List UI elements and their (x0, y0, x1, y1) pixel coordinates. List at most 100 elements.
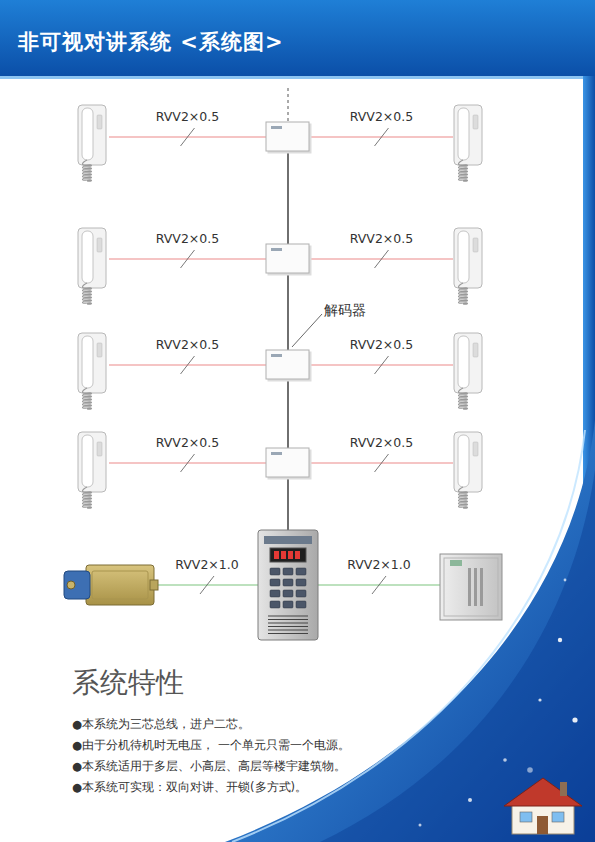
indoor-handset (77, 333, 109, 413)
house-window (552, 812, 564, 822)
handset-cord (83, 487, 92, 508)
house-window (520, 812, 532, 822)
keypad-button (283, 590, 293, 597)
handset-receiver (458, 336, 469, 388)
decoder-box-drawing (266, 350, 310, 380)
power-marking (474, 568, 477, 606)
cable-tick (181, 454, 195, 472)
indoor-handset-drawing (77, 228, 109, 308)
power-badge (450, 560, 462, 566)
lock-bolt (150, 580, 158, 590)
cable-tick (181, 250, 195, 268)
decoder-box-drawing (266, 244, 310, 274)
electric-lock (60, 563, 156, 607)
keypad-button (296, 579, 306, 586)
indoor-handset-drawing (77, 105, 109, 185)
sparkle (468, 798, 472, 802)
handset-button (473, 238, 478, 252)
handset-cord (459, 160, 468, 181)
handset-base (78, 105, 106, 165)
feature-bullet: ●本系统可实现：双向对讲、开锁(多方式)。 (72, 780, 307, 795)
feature-bullet: ●本系统为三芯总线，进户二芯。 (72, 717, 250, 732)
header-rule (0, 76, 595, 79)
cable-tick (375, 128, 389, 146)
keypad-button (270, 590, 280, 597)
indoor-handset (77, 105, 109, 185)
handset-base (78, 228, 106, 288)
power-case (440, 554, 502, 620)
speaker-grille (268, 619, 308, 620)
indoor-handset (453, 105, 485, 185)
handset-cord (83, 388, 92, 409)
cable-tick (200, 576, 214, 594)
power-marking (468, 568, 471, 606)
handset-cord (459, 283, 468, 304)
keypad-button (283, 601, 293, 608)
sparkle (527, 767, 533, 773)
sparkle (564, 579, 567, 582)
handset-receiver (458, 231, 469, 283)
decoder-box (266, 122, 310, 152)
decoder-logo (271, 248, 282, 251)
sparkle (503, 758, 507, 762)
display-digit (281, 551, 286, 559)
corner-swoop-shade (320, 470, 595, 842)
bus-riser (287, 152, 288, 244)
cable-tick (375, 250, 389, 268)
handset-receiver (458, 108, 469, 160)
indoor-handset-drawing (453, 333, 485, 413)
lock-face (92, 571, 148, 599)
handset-button (97, 442, 102, 456)
keypad-button (270, 601, 280, 608)
feature-bullet: ●本系统适用于多层、小高层、高层等楼宇建筑物。 (72, 759, 346, 774)
page-title: 非可视对讲系统 <系统图> (18, 28, 284, 56)
feature-bullet: ●由于分机待机时无电压， 一个单元只需一个电源。 (72, 738, 350, 753)
decoder-logo (271, 354, 282, 357)
cable-run (109, 136, 266, 137)
header-band (0, 0, 595, 76)
electric-lock-drawing (60, 563, 156, 607)
lock-cylinder (64, 571, 90, 599)
keypad-button (296, 590, 306, 597)
indoor-handset (77, 228, 109, 308)
cable-run (156, 584, 258, 585)
riser-continuation (288, 88, 289, 121)
lock-keyhole (67, 581, 75, 589)
panel-body (258, 530, 318, 640)
indoor-handset (453, 333, 485, 413)
sparkle (572, 717, 577, 722)
cable-spec: RVV2×0.5 (350, 435, 413, 450)
cable-run (310, 462, 453, 463)
cable-tick (375, 356, 389, 374)
handset-base (454, 432, 482, 492)
keypad-button (296, 601, 306, 608)
cable-run (109, 258, 266, 259)
house-door (537, 816, 548, 834)
keypad-button (270, 568, 280, 575)
decoder-body (266, 244, 309, 273)
house-roof (504, 778, 582, 806)
leader-line (292, 314, 322, 347)
cable-spec: RVV2×0.5 (156, 337, 219, 352)
indoor-handset (77, 432, 109, 512)
power-front (444, 558, 498, 616)
cable-tick (181, 128, 195, 146)
handset-button (97, 238, 102, 252)
display-digit (274, 551, 279, 559)
decoder-box-drawing (266, 448, 310, 478)
handset-receiver (458, 435, 469, 487)
keypad-button (283, 579, 293, 586)
house-chimney (560, 782, 567, 796)
power-supply-drawing (440, 554, 502, 620)
handset-base (78, 333, 106, 393)
handset-cord (83, 283, 92, 304)
handset-cord (459, 487, 468, 508)
callout-label: 解码器 (324, 302, 366, 320)
indoor-handset (453, 432, 485, 512)
handset-button (97, 115, 102, 129)
indoor-handset-drawing (453, 105, 485, 185)
handset-button (473, 442, 478, 456)
handset-base (454, 105, 482, 165)
